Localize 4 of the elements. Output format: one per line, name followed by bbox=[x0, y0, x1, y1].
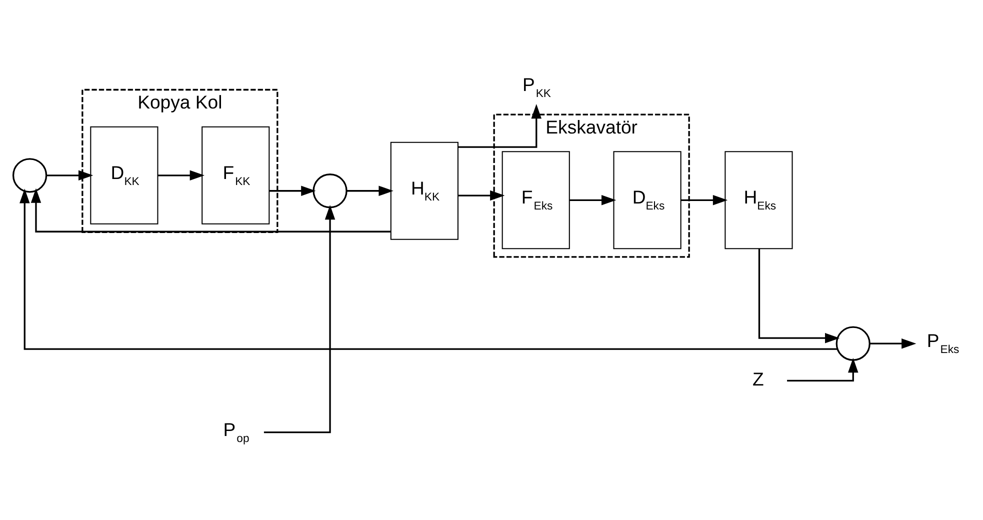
node-text: P$_{KK}$ bbox=[522, 74, 551, 100]
node-text: Z bbox=[752, 368, 764, 390]
node-text: P$_{op}$ bbox=[223, 418, 250, 445]
node-text: P$_{Eks}$ bbox=[926, 330, 960, 356]
